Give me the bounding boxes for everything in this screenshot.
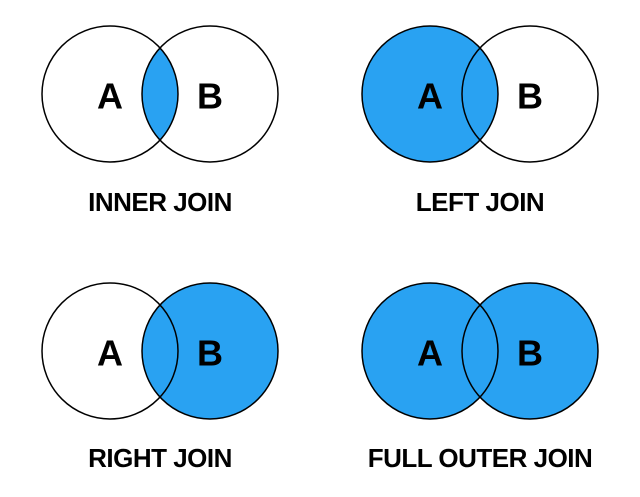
circle-b-outline — [461, 282, 599, 420]
venn-right-join: A B RIGHT JOIN — [41, 282, 279, 473]
caption-group: FULL OUTER JOIN — [368, 443, 593, 473]
caption-group: RIGHT JOIN — [88, 443, 232, 473]
venn-full-outer-join: A B FULL OUTER JOIN — [361, 282, 599, 473]
caption-right-join: RIGHT JOIN — [88, 443, 232, 473]
label-a: A — [97, 76, 123, 117]
label-a: A — [417, 333, 443, 374]
panel-left-join: A B LEFT JOIN — [320, 0, 640, 248]
circle-a-fill — [362, 26, 498, 162]
circle-b-outline — [461, 25, 599, 163]
label-a: A — [97, 333, 123, 374]
venn-circles: A B — [361, 25, 599, 163]
panel-inner-join: A B INNER JOIN — [0, 0, 320, 248]
circle-a-outline — [361, 25, 499, 163]
circle-b-outline — [141, 282, 279, 420]
caption-group: LEFT JOIN — [416, 187, 545, 217]
circle-b-outline — [141, 25, 279, 163]
intersection-fill — [141, 47, 179, 141]
circle-b-fill — [142, 283, 278, 419]
caption-left-join: LEFT JOIN — [416, 187, 544, 217]
caption-inner-join: INNER JOIN — [88, 187, 232, 217]
circle-a-outline — [41, 25, 179, 163]
venn-circles: A B — [41, 25, 279, 163]
label-b: B — [517, 333, 543, 374]
label-b: B — [517, 76, 543, 117]
panel-right-join: A B RIGHT JOIN — [0, 248, 320, 497]
caption-group: INNER JOIN — [88, 187, 232, 217]
circle-a-fill — [362, 283, 498, 419]
venn-circles: A B — [361, 282, 599, 420]
label-b: B — [197, 76, 223, 117]
venn-circles: A B — [41, 282, 279, 420]
label-a: A — [417, 76, 443, 117]
caption-full-outer-join: FULL OUTER JOIN — [368, 443, 593, 473]
panel-full-outer-join: A B FULL OUTER JOIN — [320, 248, 640, 497]
circle-b-fill — [462, 283, 598, 419]
label-b: B — [197, 333, 223, 374]
circle-a-outline — [41, 282, 179, 420]
venn-inner-join: A B INNER JOIN — [41, 25, 279, 217]
venn-left-join: A B LEFT JOIN — [361, 25, 599, 217]
circle-a-outline — [361, 282, 499, 420]
